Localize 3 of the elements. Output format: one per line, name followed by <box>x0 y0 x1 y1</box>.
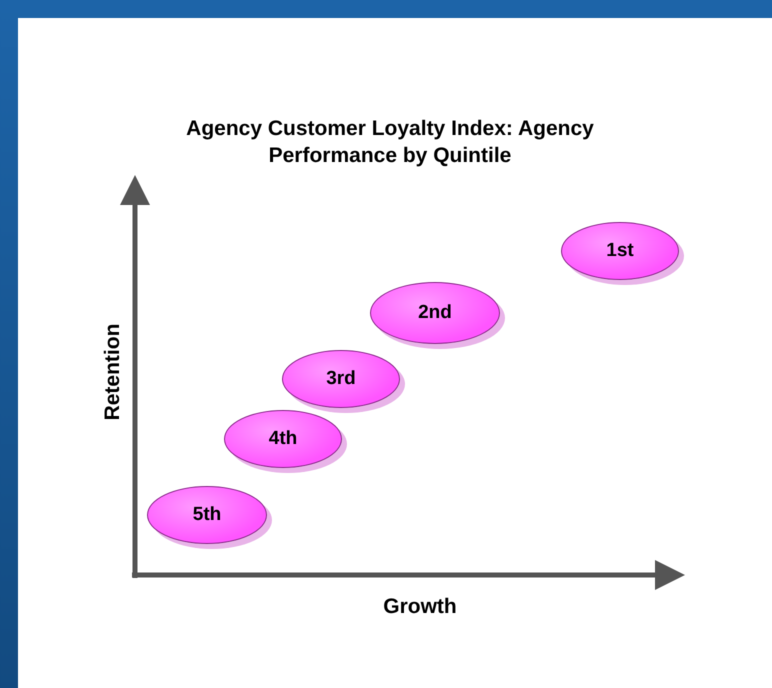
chart-title: Agency Customer Loyalty Index: Agency Performance by Quintile <box>185 116 595 169</box>
y-axis-label: Retention <box>101 322 125 422</box>
x-axis-label: Growth <box>382 595 458 619</box>
